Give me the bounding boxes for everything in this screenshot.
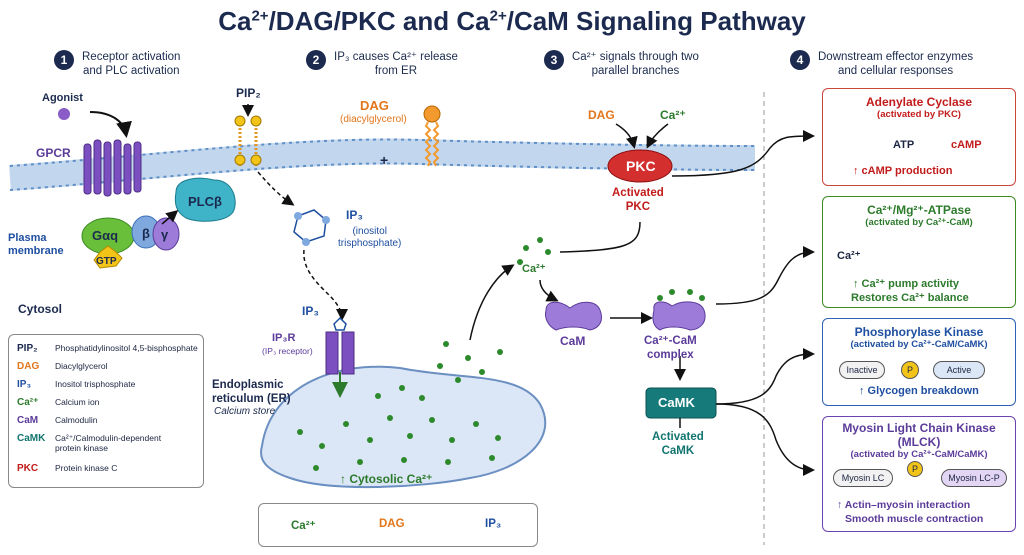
camk-activated-label: Activated CaMK (652, 431, 704, 457)
gpcr-label: GPCR (36, 146, 71, 160)
step-4: 4 Downstream effector enzymes and cellul… (790, 50, 973, 78)
dag-right-label: DAG (588, 108, 615, 122)
ca-right-label: Ca²⁺ (660, 108, 686, 122)
pip2-icon (234, 115, 262, 168)
card-title: Myosin Light Chain Kinase (MLCK) (842, 421, 996, 449)
plcb-icon (174, 177, 236, 222)
pkc-activated-label: Activated PKC (612, 187, 664, 213)
ca-cam-complex-icon (652, 289, 706, 331)
legend-ca-label: Ca²⁺ (291, 520, 316, 532)
cam-label: CaM (560, 334, 586, 348)
ip3-sub-label: (inositol trisphosphate) (338, 226, 402, 249)
endoplasmic-reticulum (260, 365, 547, 489)
ca-mg-atpase-card: Ca²⁺/Mg²⁺-ATPase (activated by Ca²⁺-CaM)… (822, 196, 1016, 308)
step-text: IP₃ causes Ca²⁺ release from ER (334, 51, 458, 77)
card-subtitle: (activated by Ca²⁺-CaM/CaMK) (850, 339, 988, 350)
pkc-label: PKC (626, 158, 656, 174)
plus-sign: + (380, 152, 389, 168)
card-result: ↑ Glycogen breakdown (859, 385, 979, 397)
gtp-label: GTP (96, 256, 117, 267)
symbol-legend: Ca²⁺ DAG IP₃ (258, 503, 538, 547)
myosin-lc-p-pill: Myosin LC-P (941, 469, 1007, 487)
inactive-pill: Inactive (839, 361, 885, 379)
card-result: ↑ Ca²⁺ pump activity (853, 278, 960, 290)
card-title: Phosphorylase Kinase (854, 325, 984, 339)
step-text: Ca²⁺ signals through two parallel branch… (572, 51, 699, 77)
page-title: Ca2+/DAG/PKC and Ca2+/CaM Signaling Path… (218, 6, 806, 36)
er-sub-label: Calcium store (214, 406, 276, 417)
phosphorylase-kinase-card: Phosphorylase Kinase (activated by Ca²⁺-… (822, 318, 1016, 406)
dag-icon (423, 105, 441, 167)
atp-label: ATP (893, 139, 915, 151)
mlck-card: Myosin Light Chain Kinase (MLCK) (activa… (822, 416, 1016, 532)
legend-ip3-label: IP₃ (485, 518, 502, 530)
step-number: 1 (54, 50, 74, 70)
cam-icon (545, 301, 603, 331)
step-number: 4 (790, 50, 810, 70)
adenylate-cyclase-card: Adenylate Cyclase (activated by PKC) ATP… (822, 88, 1016, 186)
card-subtitle: (activated by Ca²⁺-CaM) (865, 217, 973, 228)
step-number: 3 (544, 50, 564, 70)
ip3r-label: IP₃R (272, 332, 296, 344)
gaq-label: Gαq (92, 228, 119, 243)
pkc-icon (607, 149, 673, 183)
card-title: Ca²⁺/Mg²⁺-ATPase (867, 203, 971, 217)
camp-label: cAMP (951, 139, 982, 151)
card-result-2: Smooth muscle contraction (845, 513, 984, 525)
beta-label: β (142, 226, 150, 241)
pump-ca-label: Ca²⁺ (837, 250, 861, 262)
step-2: 2 IP₃ causes Ca²⁺ release from ER (306, 50, 458, 78)
phosphate-icon: P (901, 361, 919, 379)
card-title: Adenylate Cyclase (865, 95, 973, 109)
camk-label: CaMK (658, 395, 695, 410)
dag-label: DAG (360, 98, 389, 113)
camk-box (645, 387, 717, 419)
legend-dag-label: DAG (379, 518, 405, 530)
legend-item: Ca²⁺Calcium ion (17, 397, 100, 408)
card-subtitle: (activated by Ca²⁺-CaM/CaMK) (850, 449, 988, 460)
card-result: ↑ Actin–myosin interaction (837, 499, 971, 511)
plasma-membrane-label: Plasma membrane (8, 232, 64, 257)
ip3-receptor-top-label: IP₃ (302, 304, 319, 318)
ip3-label: IP₃ (346, 208, 363, 222)
step-text: Downstream effector enzymes and cellular… (818, 51, 974, 77)
calcium-ions (297, 237, 551, 471)
myosin-lc-pill: Myosin LC (833, 469, 893, 487)
step-text: Receptor activation and PLC activation (82, 51, 181, 77)
gamma-label: γ (161, 227, 169, 242)
step-3: 3 Ca²⁺ signals through two parallel bran… (544, 50, 699, 78)
ca-cam-complex-label: Ca²⁺-CaM complex (644, 335, 697, 361)
er-label: Endoplasmic reticulum (ER) (212, 379, 291, 405)
ca-mid-label: Ca²⁺ (522, 263, 546, 275)
step-number: 2 (306, 50, 326, 70)
card-result: ↑ cAMP production (853, 165, 953, 177)
cytosol-label: Cytosol (18, 302, 63, 316)
card-subtitle: (activated by PKC) (877, 109, 961, 120)
dag-sub-label: (diacylglycerol) (340, 114, 407, 125)
cytosolic-ca-label: ↑ Cytosolic Ca²⁺ (340, 472, 433, 486)
agonist-icon (58, 108, 70, 120)
ip3r-sub-label: (IP₃ receptor) (262, 346, 313, 356)
active-pill: Active (933, 361, 985, 379)
ip3r-icon (325, 316, 355, 375)
agonist-label: Agonist (42, 92, 83, 104)
ip3-icon (293, 209, 330, 246)
plcb-label: PLCβ (188, 194, 222, 209)
step-1: 1 Receptor activation and PLC activation (54, 50, 180, 78)
phosphate-icon: P (907, 461, 923, 477)
gpcr-icon (83, 139, 142, 197)
g-protein-icon (81, 215, 180, 269)
pip2-label: PIP₂ (236, 86, 261, 100)
card-result-2: Restores Ca²⁺ balance (851, 292, 969, 304)
